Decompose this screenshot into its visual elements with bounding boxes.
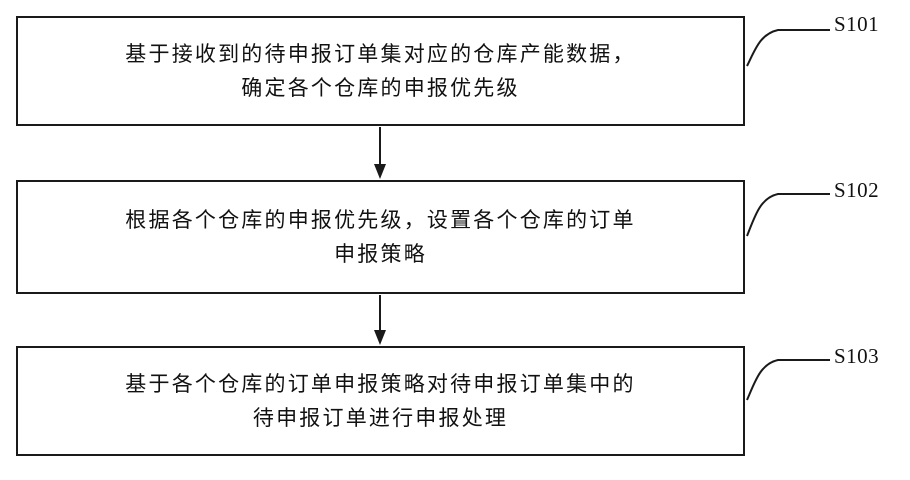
step-text-line: 确定各个仓库的申报优先级	[125, 71, 635, 105]
step-text-s101: 基于接收到的待申报订单集对应的仓库产能数据， 确定各个仓库的申报优先级	[125, 37, 635, 105]
step-box-s103: 基于各个仓库的订单申报策略对待申报订单集中的 待申报订单进行申报处理	[16, 346, 745, 456]
arrow-s102-to-s103	[374, 295, 386, 345]
step-text-line: 待申报订单进行申报处理	[125, 401, 635, 435]
leader-curve-s101	[747, 30, 830, 66]
step-text-line: 基于各个仓库的订单申报策略对待申报订单集中的	[125, 367, 635, 401]
step-box-s101: 基于接收到的待申报订单集对应的仓库产能数据， 确定各个仓库的申报优先级	[16, 16, 745, 126]
step-text-line: 基于接收到的待申报订单集对应的仓库产能数据，	[125, 37, 635, 71]
step-text-line: 申报策略	[125, 237, 635, 271]
step-label-s103: S103	[834, 344, 879, 369]
step-text-s102: 根据各个仓库的申报优先级，设置各个仓库的订单 申报策略	[125, 203, 635, 271]
step-text-s103: 基于各个仓库的订单申报策略对待申报订单集中的 待申报订单进行申报处理	[125, 367, 635, 435]
leader-curve-s103	[747, 360, 830, 400]
step-label-s101: S101	[834, 12, 879, 37]
step-label-s102: S102	[834, 178, 879, 203]
step-text-line: 根据各个仓库的申报优先级，设置各个仓库的订单	[125, 203, 635, 237]
step-box-s102: 根据各个仓库的申报优先级，设置各个仓库的订单 申报策略	[16, 180, 745, 294]
arrow-s101-to-s102	[374, 127, 386, 179]
leader-curve-s102	[747, 194, 830, 236]
